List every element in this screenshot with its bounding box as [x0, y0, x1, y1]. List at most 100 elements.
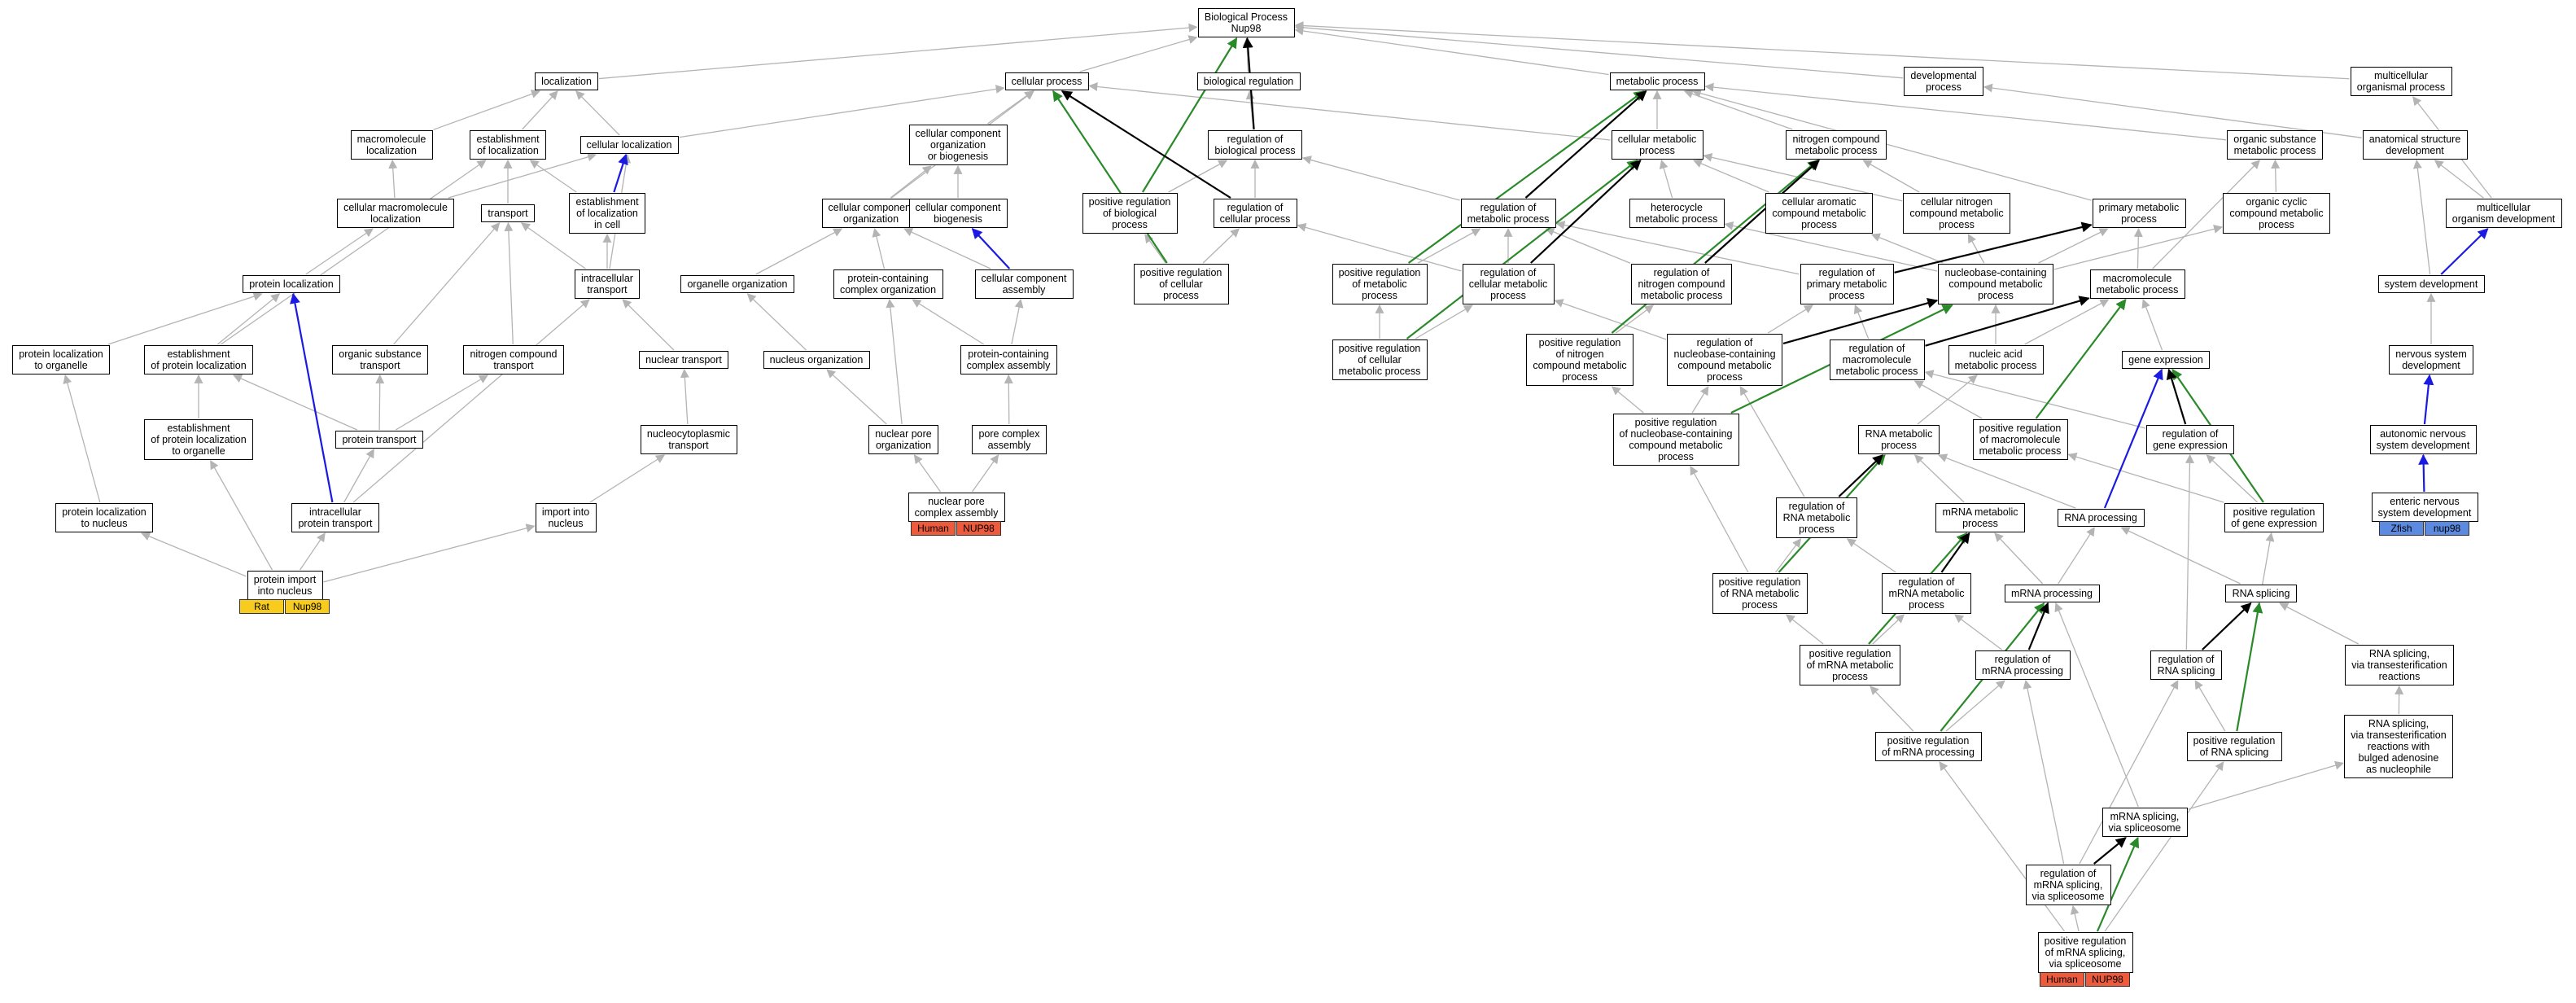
go-term-dev[interactable]: developmental process	[1904, 67, 1983, 96]
edge-prmp-to-mp	[1407, 90, 1645, 264]
go-term-prge[interactable]: positive regulation of gene expression	[2224, 503, 2324, 532]
go-term-ccob[interactable]: cellular component organization or bioge…	[908, 125, 1008, 165]
go-term-pln[interactable]: protein localization to nucleus	[55, 503, 153, 532]
go-term-no[interactable]: nucleus organization	[763, 351, 870, 369]
go-term-ploc[interactable]: protein localization	[243, 275, 340, 293]
go-term-mrnap[interactable]: mRNA processing	[2004, 585, 2100, 602]
go-term-occmp[interactable]: organic cyclic compound metabolic proces…	[2223, 193, 2330, 234]
go-term-nct[interactable]: nitrogen compound transport	[463, 345, 564, 374]
go-term-mmp[interactable]: macromolecule metabolic process	[2089, 269, 2185, 299]
go-term-pt[interactable]: protein transport	[335, 431, 423, 449]
edge-ensd-to-ansd	[2418, 453, 2429, 493]
go-term-osmp[interactable]: organic substance metabolic process	[2227, 130, 2323, 160]
go-term-prnbcmp[interactable]: positive regulation of nucleobase-contai…	[1612, 414, 1739, 466]
go-term-pin[interactable]: protein import into nucleus	[247, 571, 323, 600]
go-term-rpmp[interactable]: regulation of primary metabolic process	[1800, 264, 1894, 304]
go-term-ipt[interactable]: intracellular protein transport	[291, 503, 379, 532]
go-term-rnastb[interactable]: RNA splicing, via transesterification re…	[2344, 715, 2453, 778]
go-term-ansd[interactable]: autonomic nervous system development	[2369, 425, 2477, 454]
go-term-prcp[interactable]: positive regulation of cellular process	[1133, 264, 1229, 304]
go-term-sd[interactable]: system development	[2377, 275, 2485, 293]
go-term-rnas[interactable]: RNA splicing	[2225, 585, 2297, 602]
go-term-rnast[interactable]: RNA splicing, via transesterification re…	[2345, 645, 2454, 685]
go-term-ost[interactable]: organic substance transport	[332, 345, 428, 374]
go-term-rmrnap[interactable]: regulation of mRNA processing	[1975, 650, 2071, 680]
go-term-mrnamp[interactable]: mRNA metabolic process	[1935, 503, 2025, 532]
go-term-cmp[interactable]: cellular metabolic process	[1611, 130, 1703, 160]
edge-rcmp-to-rcp	[1297, 223, 1462, 272]
edge-prmrnamp-to-rmrnamp	[1872, 614, 1905, 645]
go-term-eloc[interactable]: establishment of localization	[470, 130, 546, 160]
go-term-iin[interactable]: import into nucleus	[535, 503, 597, 532]
go-term-mp[interactable]: metabolic process	[1609, 72, 1705, 90]
go-term-rmp[interactable]: regulation of metabolic process	[1460, 199, 1556, 228]
go-term-mop[interactable]: multicellular organismal process	[2350, 67, 2452, 96]
go-term-pcca[interactable]: protein-containing complex assembly	[960, 345, 1057, 374]
go-term-ge[interactable]: gene expression	[2122, 351, 2210, 369]
go-term-ml[interactable]: macromolecule localization	[350, 130, 433, 160]
go-term-rcp[interactable]: regulation of cellular process	[1213, 199, 1297, 228]
go-term-prncmp[interactable]: positive regulation of nitrogen compound…	[1526, 334, 1634, 386]
go-term-prmmp[interactable]: positive regulation of macromolecule met…	[1972, 419, 2068, 460]
go-term-rmmp[interactable]: regulation of macromolecule metabolic pr…	[1829, 339, 1925, 380]
go-term-prbp[interactable]: positive regulation of biological proces…	[1082, 193, 1178, 234]
go-term-prrnamp[interactable]: positive regulation of RNA metabolic pro…	[1712, 573, 1808, 614]
go-term-cp[interactable]: cellular process	[1004, 72, 1089, 90]
go-term-loc[interactable]: localization	[535, 72, 598, 90]
go-term-eplo[interactable]: establishment of protein localization to…	[144, 419, 253, 460]
go-term-npca[interactable]: nuclear pore complex assembly	[908, 493, 1005, 522]
edge-mp-to-bp	[1294, 26, 1609, 76]
go-term-rcmp[interactable]: regulation of cellular metabolic process	[1462, 264, 1555, 304]
go-term-eloccell[interactable]: establishment of localization in cell	[569, 193, 645, 234]
edge-pca-to-pcca	[1004, 374, 1013, 425]
go-term-cco[interactable]: cellular component organization	[821, 199, 921, 228]
go-term-rge[interactable]: regulation of gene expression	[2146, 425, 2234, 454]
go-term-ensd[interactable]: enteric nervous system development	[2371, 493, 2478, 522]
go-term-cacmp[interactable]: cellular aromatic compound metabolic pro…	[1765, 193, 1873, 234]
go-term-mrnass[interactable]: mRNA splicing, via spliceosome	[2101, 808, 2188, 837]
go-term-it[interactable]: intracellular transport	[575, 269, 640, 299]
go-term-prcmp[interactable]: positive regulation of cellular metaboli…	[1332, 339, 1428, 380]
go-term-rnamp[interactable]: RNA metabolic process	[1858, 425, 1940, 454]
go-term-ncmp[interactable]: nitrogen compound metabolic process	[1786, 130, 1887, 160]
go-term-ncpt[interactable]: nucleocytoplasmic transport	[640, 425, 737, 454]
go-term-epl[interactable]: establishment of protein localization	[144, 345, 253, 374]
go-term-br[interactable]: biological regulation	[1196, 72, 1301, 90]
go-term-cloc[interactable]: cellular localization	[579, 136, 679, 154]
go-term-prrnas[interactable]: positive regulation of RNA splicing	[2186, 732, 2282, 761]
go-term-cncmp[interactable]: cellular nitrogen compound metabolic pro…	[1903, 193, 2010, 234]
go-term-rmrnamp[interactable]: regulation of mRNA metabolic process	[1882, 573, 1971, 614]
go-term-ccb[interactable]: cellular component biogenesis	[908, 199, 1008, 228]
go-term-mod[interactable]: multicellular organism development	[2445, 199, 2562, 228]
go-term-oo[interactable]: organelle organization	[680, 275, 794, 293]
edge-rmp-to-rbp	[1301, 155, 1460, 201]
go-term-bp[interactable]: Biological Process Nup98	[1197, 8, 1295, 37]
edge-prrnas-to-rnas	[2236, 602, 2263, 732]
go-term-rmrnass[interactable]: regulation of mRNA splicing, via spliceo…	[2025, 865, 2111, 905]
go-term-pcco[interactable]: protein-containing complex organization	[833, 269, 943, 299]
go-term-pca[interactable]: pore complex assembly	[972, 425, 1047, 454]
go-term-nbcmp[interactable]: nucleobase-containing compound metabolic…	[1938, 264, 2053, 304]
go-term-nsd[interactable]: nervous system development	[2389, 345, 2473, 374]
go-term-nt[interactable]: nuclear transport	[639, 351, 728, 369]
go-term-plo[interactable]: protein localization to organelle	[12, 345, 110, 374]
go-term-pmp[interactable]: primary metabolic process	[2092, 199, 2186, 228]
go-term-asd[interactable]: anatomical structure development	[2362, 130, 2468, 160]
go-term-rnbcmp[interactable]: regulation of nucleobase-containing comp…	[1667, 334, 1782, 386]
go-term-cml[interactable]: cellular macromolecule localization	[337, 199, 454, 228]
go-term-prmrnap[interactable]: positive regulation of mRNA processing	[1874, 732, 1982, 761]
edge-prmrnamp-to-prrnamp	[1785, 614, 1824, 645]
go-term-rncmp[interactable]: regulation of nitrogen compound metaboli…	[1631, 264, 1732, 304]
go-term-rrnas[interactable]: regulation of RNA splicing	[2150, 650, 2222, 680]
go-term-prmrnamp[interactable]: positive regulation of mRNA metabolic pr…	[1800, 645, 1900, 685]
go-term-rrnamp[interactable]: regulation of RNA metabolic process	[1776, 497, 1857, 538]
go-term-cca[interactable]: cellular component assembly	[974, 269, 1074, 299]
go-term-rbp[interactable]: regulation of biological process	[1208, 130, 1302, 160]
go-term-prmp[interactable]: positive regulation of metabolic process	[1332, 264, 1428, 304]
go-term-hmp[interactable]: heterocycle metabolic process	[1629, 199, 1725, 228]
go-term-transport[interactable]: transport	[481, 204, 535, 222]
go-term-rnap[interactable]: RNA processing	[2057, 509, 2145, 527]
go-term-namp[interactable]: nucleic acid metabolic process	[1948, 345, 2044, 374]
go-term-prmrnass[interactable]: positive regulation of mRNA splicing, vi…	[2037, 932, 2133, 973]
go-term-npo[interactable]: nuclear pore organization	[868, 425, 938, 454]
